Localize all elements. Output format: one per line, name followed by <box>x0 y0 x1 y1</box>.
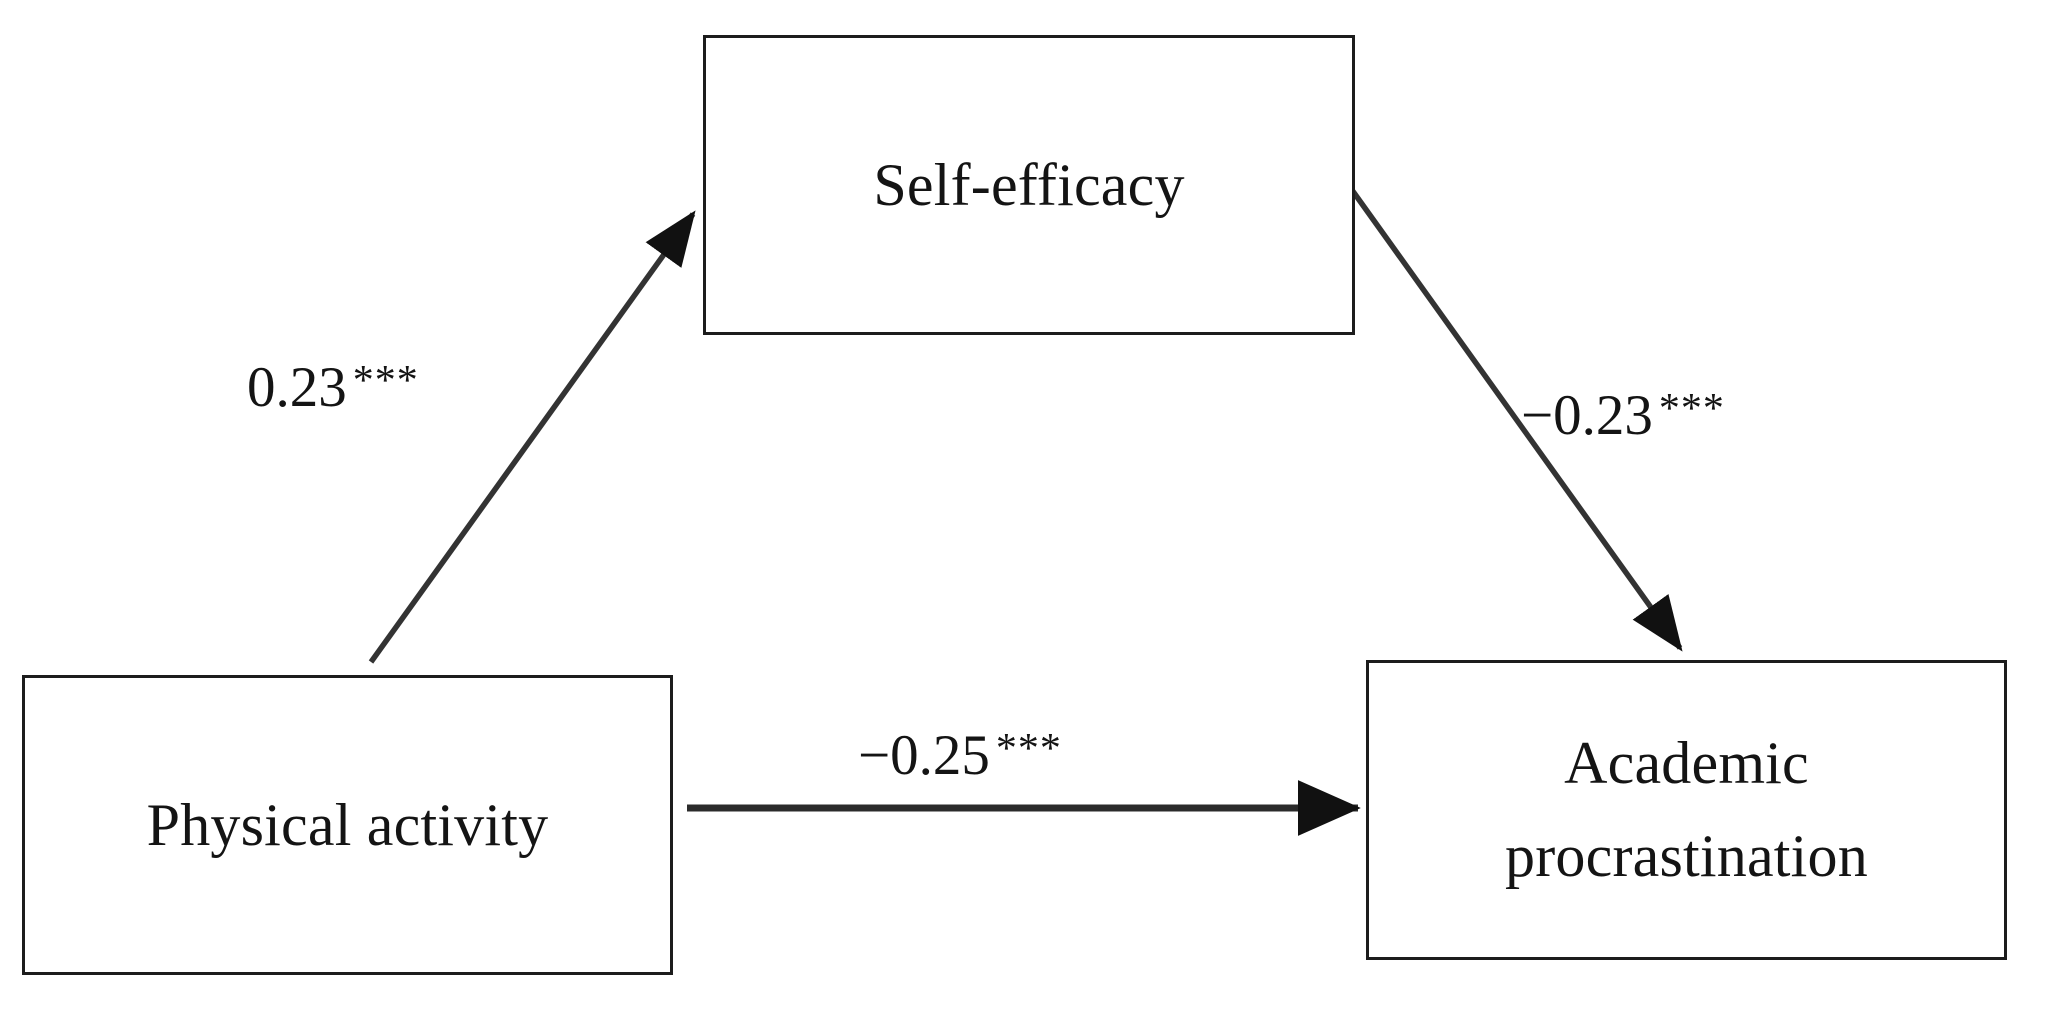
node-physical-activity-label: Physical activity <box>146 791 549 858</box>
path-label-c: −0.25*** <box>858 723 1062 788</box>
path-significance-a: *** <box>352 358 419 404</box>
path-significance-c: *** <box>995 726 1062 772</box>
path-coefficient-a: 0.23 <box>247 356 347 419</box>
node-academic-procrastination-label-line1: Academic <box>1564 730 1809 796</box>
path-coefficient-b: −0.23 <box>1521 384 1653 447</box>
node-self-efficacy: Self-efficacy <box>703 35 1355 335</box>
node-academic-procrastination-label: Academic procrastination <box>1487 717 1886 903</box>
arrow-b-path <box>1349 188 1683 652</box>
node-academic-procrastination: Academic procrastination <box>1366 660 2007 960</box>
path-coefficient-c: −0.25 <box>858 724 990 787</box>
node-academic-procrastination-label-line2: procrastination <box>1505 823 1868 889</box>
node-self-efficacy-label: Self-efficacy <box>873 151 1185 218</box>
path-significance-b: *** <box>1658 386 1725 432</box>
node-physical-activity: Physical activity <box>22 675 673 975</box>
arrow-a-path <box>368 210 696 664</box>
path-label-b: −0.23*** <box>1521 383 1725 448</box>
path-label-a: 0.23*** <box>247 355 419 420</box>
